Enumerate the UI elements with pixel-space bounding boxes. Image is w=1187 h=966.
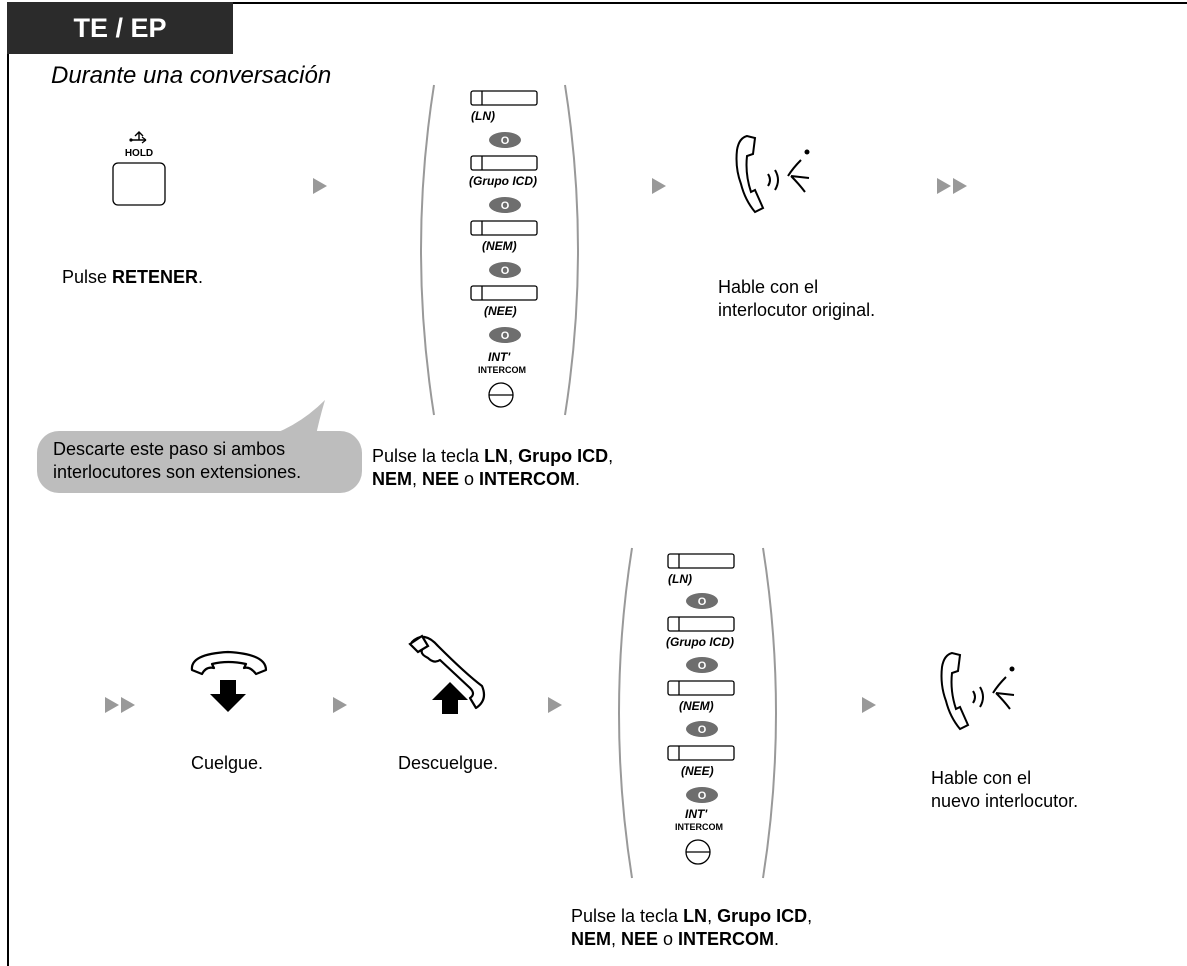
key-caption-1: Pulse la tecla LN, Grupo ICD,NEM, NEE o … (372, 446, 614, 489)
continue-arrow (937, 178, 967, 194)
key-panel-1: (LN) O (Grupo ICD) O (NEM) O (NEE) O INT… (412, 80, 587, 420)
ln-key-icon (470, 90, 538, 106)
intercom-label: INTERCOM (478, 365, 526, 375)
next-arrow (313, 178, 327, 194)
svg-text:O: O (698, 660, 707, 672)
key-panel-parentheses (618, 547, 777, 879)
nee-key-icon (470, 285, 538, 301)
svg-text:O: O (501, 265, 510, 277)
ln-key-icon (667, 553, 735, 569)
offhook-caption: Descuelgue. (398, 753, 499, 773)
next-arrow (862, 697, 876, 713)
frame-top-border (7, 2, 1187, 4)
nem-key-icon (470, 220, 538, 236)
talk-icon (735, 134, 810, 214)
continue-arrow (105, 697, 135, 713)
next-arrow (548, 697, 562, 713)
ln-key-label: (LN) (668, 572, 692, 586)
svg-text:O: O (501, 200, 510, 212)
svg-text:O: O (501, 330, 510, 342)
next-arrow (333, 697, 347, 713)
svg-text:O: O (698, 596, 707, 608)
or-badge: O (686, 721, 718, 737)
step1-caption: Pulse RETENER. (62, 267, 204, 287)
icd-key-label: (Grupo ICD) (469, 174, 537, 188)
icd-key-label: (Grupo ICD) (666, 635, 734, 649)
svg-text:O: O (698, 724, 707, 736)
int-label: INT' (488, 350, 511, 364)
pick-up-icon (408, 634, 486, 714)
svg-text:O: O (501, 135, 510, 147)
hang-up-icon (190, 650, 268, 712)
hangup-caption: Cuelgue. (191, 753, 264, 773)
note-bubble-tail (255, 400, 325, 440)
intercom-key-icon (488, 382, 514, 408)
or-badge: O (489, 197, 521, 213)
next-arrow (652, 178, 666, 194)
or-badge: O (686, 787, 718, 803)
icd-group-key-icon (470, 155, 538, 171)
hold-button-icon: HOLD (112, 131, 166, 206)
key-panel-parentheses (420, 84, 579, 416)
svg-text:O: O (698, 790, 707, 802)
frame-left-border (7, 2, 9, 966)
nee-key-icon (667, 745, 735, 761)
nem-key-icon (667, 680, 735, 696)
section-tab: TE / EP (7, 2, 233, 54)
nee-key-label: (NEE) (681, 764, 714, 778)
nee-key-label: (NEE) (484, 304, 517, 318)
nem-key-label: (NEM) (482, 239, 517, 253)
or-badge: O (489, 327, 521, 343)
int-label: INT' (685, 807, 708, 821)
or-badge: O (686, 657, 718, 673)
intercom-key-icon (685, 839, 711, 865)
or-badge: O (489, 132, 521, 148)
key-caption-2: Pulse la tecla LN, Grupo ICD,NEM, NEE o … (571, 906, 813, 949)
hold-label: HOLD (125, 148, 153, 159)
ln-key-label: (LN) (471, 109, 495, 123)
talk-icon (940, 651, 1015, 731)
nem-key-label: (NEM) (679, 699, 714, 713)
or-badge: O (489, 262, 521, 278)
key-panel-2: (LN) O (Grupo ICD) O (NEM) O (NEE) O INT… (610, 543, 785, 883)
or-badge: O (686, 593, 718, 609)
icd-group-key-icon (667, 616, 735, 632)
section-subtitle: Durante una conversación (51, 62, 332, 89)
intercom-label: INTERCOM (675, 822, 723, 832)
